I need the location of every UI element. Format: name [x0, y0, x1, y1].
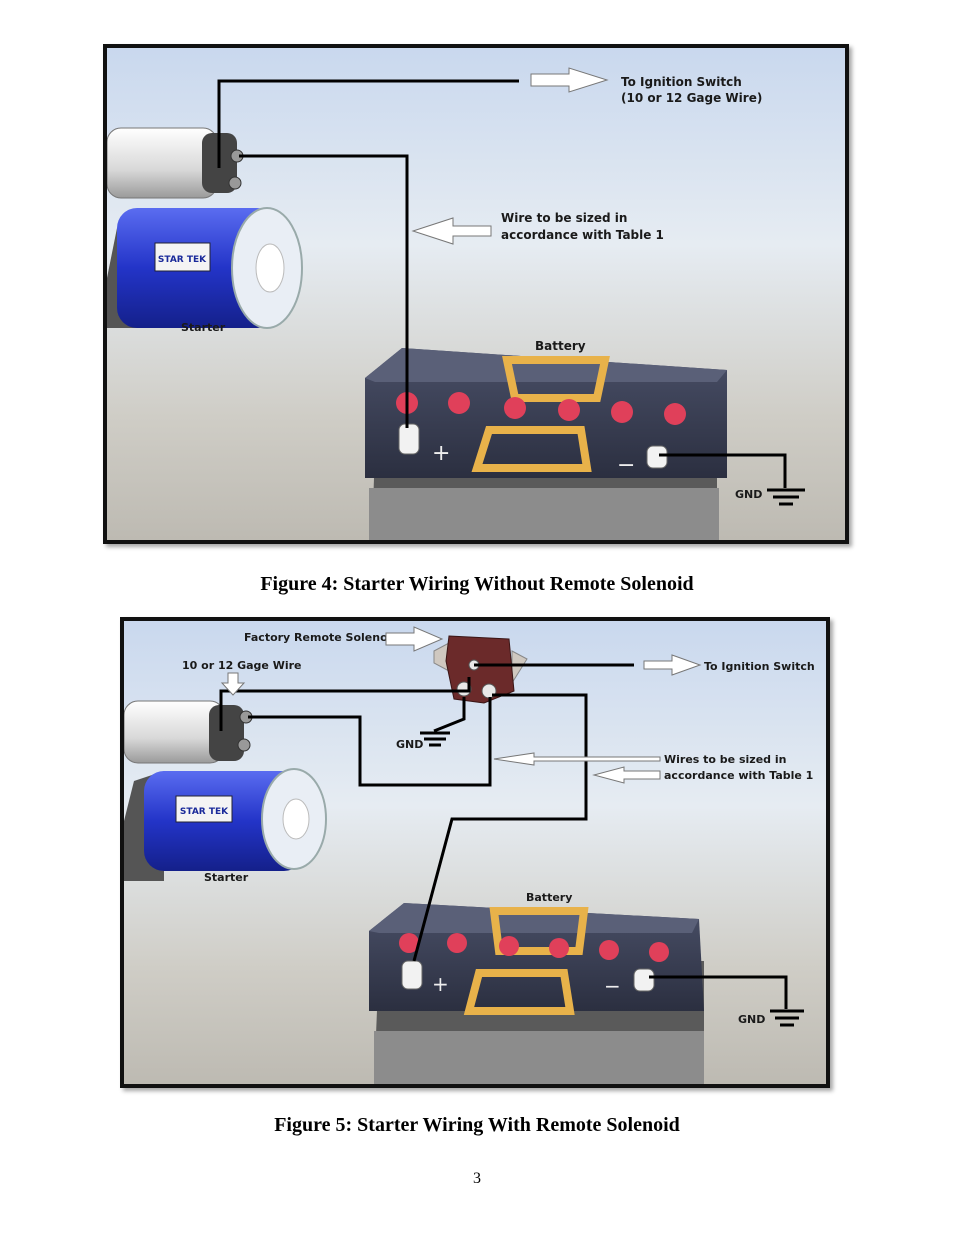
battery-plus-sign: + — [432, 441, 450, 466]
wire-size-label-line2: accordance with Table 1 — [501, 228, 664, 242]
starter-label: Starter — [181, 321, 226, 334]
starter-brand-text: STAR TEK — [158, 255, 207, 265]
figure-5-svg: STAR TEK Starter — [124, 626, 815, 1084]
ignition-label-line2: (10 or 12 Gage Wire) — [621, 91, 762, 105]
solenoid-ground-wire — [433, 697, 466, 733]
battery-label: Battery — [526, 891, 572, 904]
battery-minus-sign: − — [604, 974, 621, 998]
battery-ground-wire — [649, 975, 788, 1009]
battery — [369, 903, 704, 1084]
starter-brand-plate — [175, 795, 233, 823]
wires-size-label-line2: accordance with Table 1 — [664, 769, 813, 782]
starter-motor: STAR TEK — [124, 700, 327, 881]
battery-plus-sign: + — [432, 972, 449, 996]
gnd-label: GND — [735, 488, 762, 501]
starter-label: Starter — [204, 871, 249, 884]
solenoid-to-battery-wire — [412, 693, 588, 962]
remote-solenoid — [433, 635, 528, 704]
ignition-wire — [217, 79, 519, 168]
figure-5-caption: Figure 5: Starter Wiring With Remote Sol… — [274, 1114, 680, 1136]
arrow-right-icon — [530, 67, 609, 93]
gnd-label: GND — [738, 1013, 765, 1026]
starter-to-solenoid-wire — [248, 697, 492, 787]
arrow-left-icon — [493, 752, 661, 766]
arrow-down-icon — [220, 672, 246, 696]
solenoid-gnd-label: GND — [396, 738, 423, 751]
wire-size-label-line1: Wire to be sized in — [501, 211, 627, 225]
starter-motor: STAR TEK — [107, 127, 303, 329]
battery-positive-wire — [239, 154, 409, 428]
figure-5-diagram: STAR TEK Starter — [120, 617, 830, 1088]
ground-symbol — [767, 488, 805, 506]
starter-brand-text: STAR TEK — [180, 807, 229, 817]
arrow-left-icon — [411, 217, 492, 245]
figure-4-caption: Figure 4: Starter Wiring Without Remote … — [260, 573, 694, 595]
page-number: 3 — [473, 1170, 481, 1187]
battery-minus-sign: − — [617, 453, 635, 478]
ignition-label: To Ignition Switch — [704, 660, 815, 673]
arrow-left-icon — [592, 766, 661, 784]
figure-4-svg: STAR TEK Starter Battery + − — [107, 67, 805, 540]
battery-ground-symbol — [770, 1009, 804, 1027]
arrow-right-icon — [385, 626, 444, 652]
gage-wire-label: 10 or 12 Gage Wire — [182, 659, 302, 672]
arrow-right-icon — [643, 654, 702, 676]
battery — [365, 348, 727, 540]
figure-4-diagram: STAR TEK Starter Battery + − — [103, 44, 849, 544]
solenoid-ground-symbol — [420, 731, 450, 747]
starter-brand-plate — [154, 242, 211, 272]
ignition-label-line1: To Ignition Switch — [621, 75, 742, 89]
wires-size-label-line1: Wires to be sized in — [664, 753, 786, 766]
gage-wire — [219, 677, 471, 731]
battery-label: Battery — [535, 339, 586, 353]
ground-wire — [659, 453, 787, 488]
solenoid-label: Factory Remote Solenoid — [244, 631, 399, 644]
